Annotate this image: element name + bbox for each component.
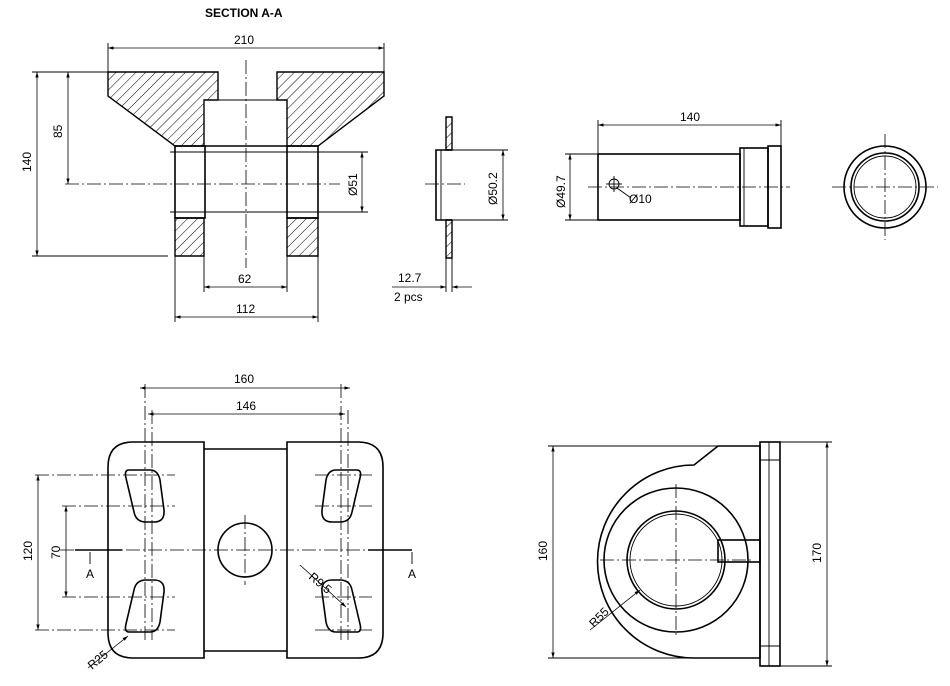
dim-r55: R55 (586, 604, 612, 630)
dim-85: 85 (51, 124, 65, 138)
pin-view: Ø10 140 Ø49.7 (554, 110, 790, 229)
section-left-lug (174, 217, 205, 257)
section-mark-right: A (408, 567, 416, 581)
dim-160-plan: 160 (234, 372, 254, 386)
washer-view: Ø50.2 12.7 2 pcs (392, 116, 508, 304)
dim-112: 112 (236, 302, 255, 316)
dim-170: 170 (810, 543, 824, 563)
dim-140-pin: 140 (680, 110, 700, 124)
slot-top-right (321, 469, 362, 523)
section-left-half (107, 71, 219, 147)
section-right-lug (286, 217, 319, 257)
dim-120: 120 (21, 541, 35, 561)
dim-146: 146 (236, 399, 256, 413)
dim-140-vertical: 140 (20, 152, 34, 172)
dim-210: 210 (234, 33, 254, 47)
side-view: 160 170 R55 (536, 441, 832, 667)
dim-dia50-2: Ø50.2 (486, 172, 500, 205)
dim-dia49-7: Ø49.7 (554, 175, 568, 208)
slot-bottom-right (321, 579, 362, 633)
pin-end-view (832, 134, 938, 240)
dim-70: 70 (49, 545, 63, 559)
slot-bottom-left (124, 579, 165, 633)
dim-160-side: 160 (536, 541, 550, 561)
section-mark-left: A (86, 567, 94, 581)
section-view: 210 140 85 Ø51 62 112 (20, 33, 385, 322)
dim-r25: R25 (85, 647, 111, 672)
qty-2pcs: 2 pcs (394, 290, 423, 304)
section-title: SECTION A-A (205, 6, 283, 20)
dim-dia51: Ø51 (346, 173, 360, 196)
dim-dia10: Ø10 (629, 192, 652, 206)
dim-12-7: 12.7 (398, 271, 422, 285)
dim-62: 62 (238, 272, 252, 286)
section-right-half (276, 71, 385, 147)
plan-view: A A 160 146 120 70 R9.5 (21, 372, 416, 672)
